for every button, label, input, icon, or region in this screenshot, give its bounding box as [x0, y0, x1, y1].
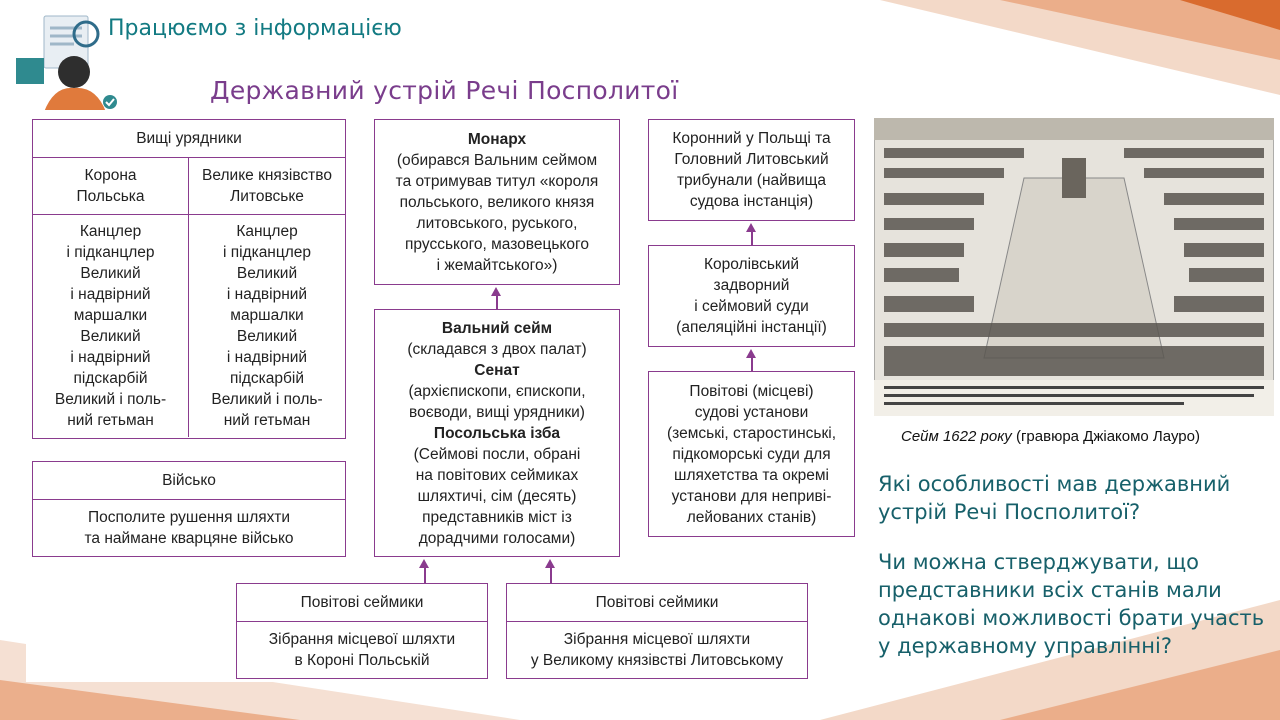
engraving-image [874, 118, 1274, 416]
arrow-up-icon [545, 559, 555, 568]
chamber-title: Посольська ізба [433, 424, 561, 442]
sejm-box: Вальний сейм (складався з двох палат) Се… [374, 309, 620, 557]
officials-header: Вищі урядники [33, 120, 345, 158]
connector-line [424, 567, 426, 583]
arrow-up-icon [491, 287, 501, 296]
sejmik-lithuania-header: Повітові сеймики [507, 584, 807, 622]
connector-line [550, 567, 552, 583]
sejmik-crown-box: Повітові сеймики Зібрання місцевої шляхт… [236, 583, 488, 679]
image-caption: Сейм 1622 року (гравюра Джіакомо Лауро) [901, 428, 1200, 445]
sejm-title: Вальний сейм [441, 319, 553, 337]
connector-line [751, 357, 753, 371]
question-1: Які особливості мав державний устрій Реч… [878, 472, 1231, 524]
district-courts-box: Повітові (місцеві)судові установи(земськ… [648, 371, 855, 537]
slide-title: Державний устрій Речі Посполитої [210, 76, 679, 105]
senate-title: Сенат [474, 361, 520, 379]
connector-line [751, 231, 753, 245]
research-person-icon [16, 15, 117, 112]
sejmik-lithuania-box: Повітові сеймики Зібрання місцевої шляхт… [506, 583, 808, 679]
army-header: Військо [33, 462, 345, 500]
arrow-up-icon [419, 559, 429, 568]
arrow-up-icon [746, 223, 756, 232]
sejmik-crown-header: Повітові сеймики [237, 584, 487, 622]
monarch-title: Монарх [467, 130, 527, 148]
question-2: Чи можна стверджувати, що представники в… [878, 550, 1265, 658]
connector-line [496, 295, 498, 309]
section-label: Працюємо з інформацією [108, 16, 402, 41]
arrow-up-icon [746, 349, 756, 358]
